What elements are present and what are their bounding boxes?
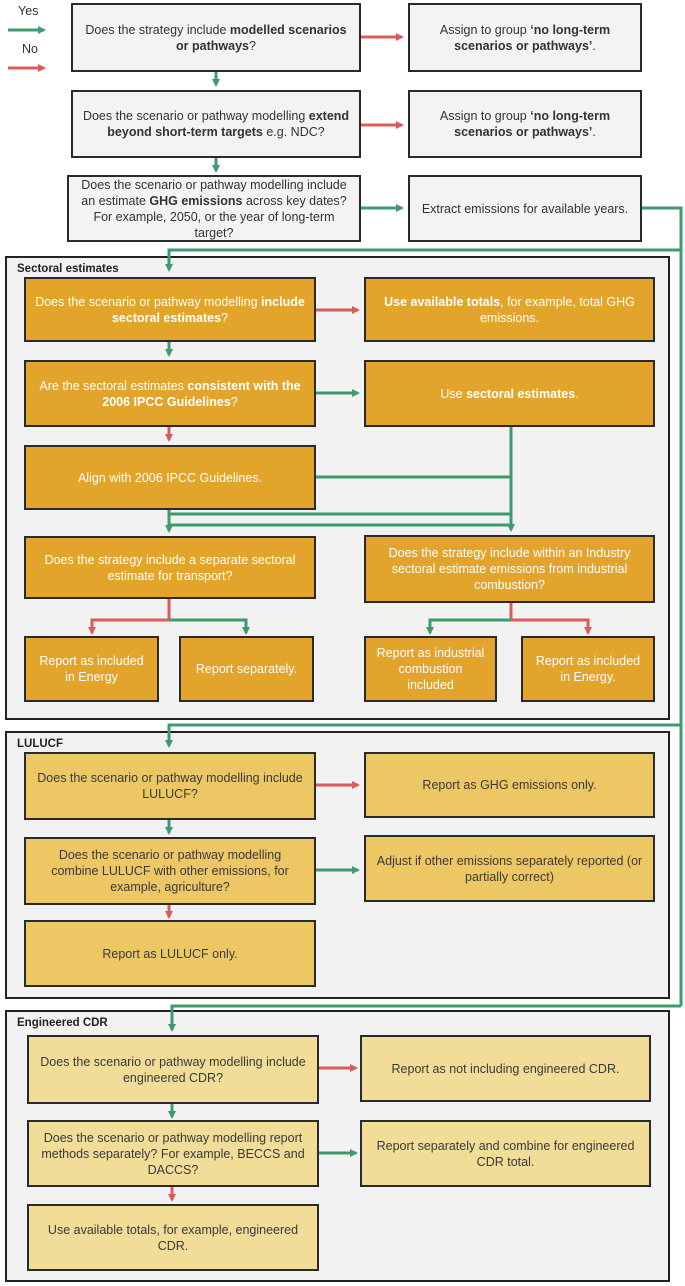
report-included-energy-industry: Report as included in Energy. bbox=[521, 636, 655, 702]
sec-industry-no-arrow bbox=[511, 618, 592, 635]
use-sectoral-estimates-box: Use sectoral estimates. bbox=[364, 360, 655, 427]
align-ipcc-box: Align with 2006 IPCC Guidelines. bbox=[24, 445, 316, 510]
report-not-including-cdr-box: Report as not including engineered CDR. bbox=[360, 1035, 651, 1102]
to-sectoral-arrow bbox=[165, 248, 681, 272]
beyond-short-term-question: Does the scenario or pathway modelling e… bbox=[71, 90, 361, 158]
report-industrial-combustion-included: Report as industrial combustion included bbox=[364, 636, 497, 702]
transport-question: Does the strategy include a separate sec… bbox=[24, 536, 316, 599]
report-lulucf-only-box: Report as LULUCF only. bbox=[24, 920, 316, 987]
cdr-panel-title: Engineered CDR bbox=[17, 1017, 108, 1029]
no-long-term-group-2: Assign to group ‘no long-term scenarios … bbox=[408, 90, 642, 158]
ipcc-consistency-question: Are the sectoral estimates consistent wi… bbox=[24, 360, 316, 427]
no-long-term-group-1: Assign to group ‘no long-term scenarios … bbox=[408, 3, 642, 72]
lulucf-panel-title: LULUCF bbox=[17, 738, 63, 750]
sectoral-estimates-question: Does the scenario or pathway modelling i… bbox=[24, 277, 316, 342]
industry-question: Does the strategy include within an Indu… bbox=[364, 535, 655, 603]
report-separately-transport: Report separately. bbox=[179, 636, 314, 702]
lulucf-combined-question: Does the scenario or pathway modelling c… bbox=[24, 837, 316, 905]
lulucf-include-question: Does the scenario or pathway modelling i… bbox=[24, 752, 316, 820]
extract-emissions-box: Extract emissions for available years. bbox=[408, 175, 642, 242]
use-available-totals-box: Use available totals, for example, total… bbox=[364, 277, 655, 342]
legend-yes-label: Yes bbox=[18, 4, 39, 18]
cdr-methods-question: Does the scenario or pathway modelling r… bbox=[27, 1120, 319, 1187]
cdr-include-question: Does the scenario or pathway modelling i… bbox=[27, 1035, 319, 1104]
sec-align-down-line bbox=[167, 510, 511, 516]
report-ghg-only-box: Report as GHG emissions only. bbox=[364, 752, 655, 818]
ghg-emissions-question: Does the scenario or pathway modelling i… bbox=[67, 175, 361, 242]
modelled-scenarios-question: Does the strategy include modelled scena… bbox=[71, 3, 361, 72]
to-lulucf-arrow bbox=[165, 723, 681, 748]
sec-transport-no-arrow bbox=[88, 618, 169, 635]
adjust-other-emissions-box: Adjust if other emissions separately rep… bbox=[364, 835, 655, 902]
sec-industry-yes-arrow bbox=[426, 618, 511, 635]
sectoral-panel-title: Sectoral estimates bbox=[17, 263, 119, 275]
sec-to-industry-arrow bbox=[169, 523, 515, 532]
use-available-totals-cdr-box: Use available totals, for example, engin… bbox=[27, 1204, 319, 1271]
report-separately-combine-box: Report separately and combine for engine… bbox=[360, 1120, 651, 1187]
legend-no-label: No bbox=[22, 42, 38, 56]
main-flow-line bbox=[642, 206, 683, 1006]
to-cdr-arrow bbox=[168, 1004, 681, 1032]
report-included-energy-transport: Report as included in Energy bbox=[24, 636, 159, 702]
sec-transport-yes-arrow bbox=[169, 618, 250, 635]
